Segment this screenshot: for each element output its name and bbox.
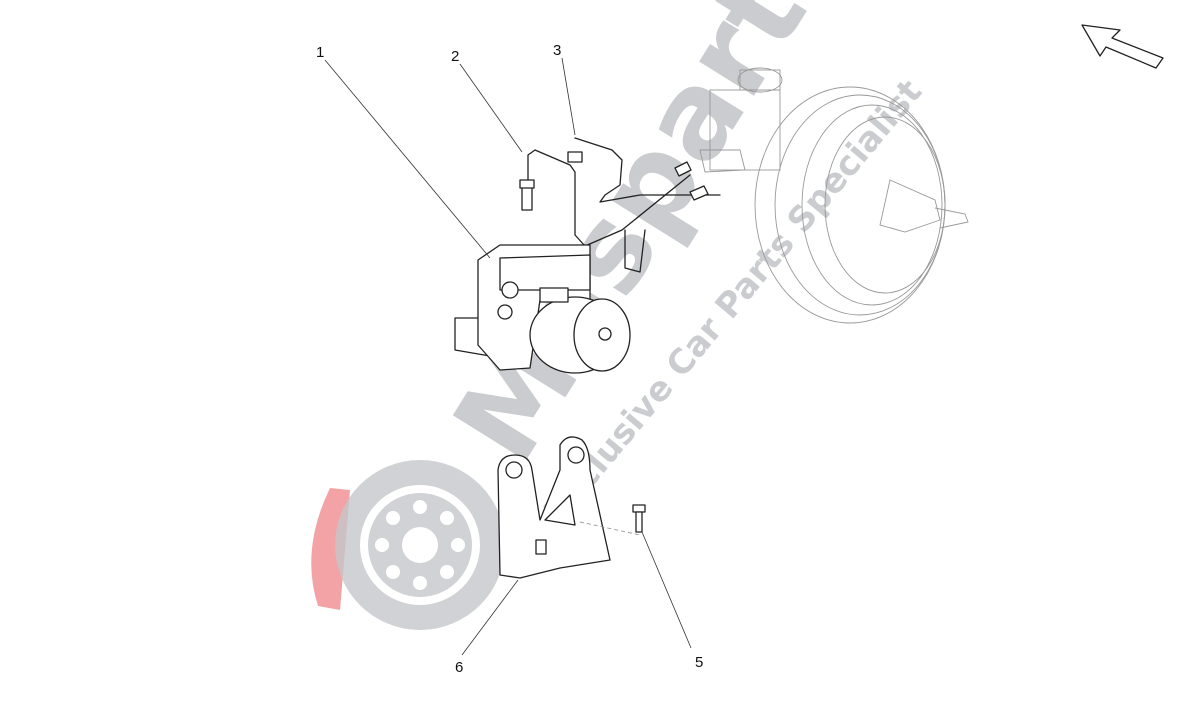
callout-1: 1 [316,44,324,61]
mounting-bracket [497,436,641,579]
screw [632,504,646,533]
callout-5: 5 [695,654,703,671]
callout-3: 3 [553,42,561,59]
callout-6: 6 [455,659,463,676]
brake-booster [699,67,969,324]
leader-lines [324,57,692,656]
callout-2: 2 [451,48,459,65]
orientation-arrow-icon [1081,24,1164,69]
abs-control-unit [454,244,631,374]
brake-pipes [519,137,721,273]
watermark-logo [311,460,505,630]
